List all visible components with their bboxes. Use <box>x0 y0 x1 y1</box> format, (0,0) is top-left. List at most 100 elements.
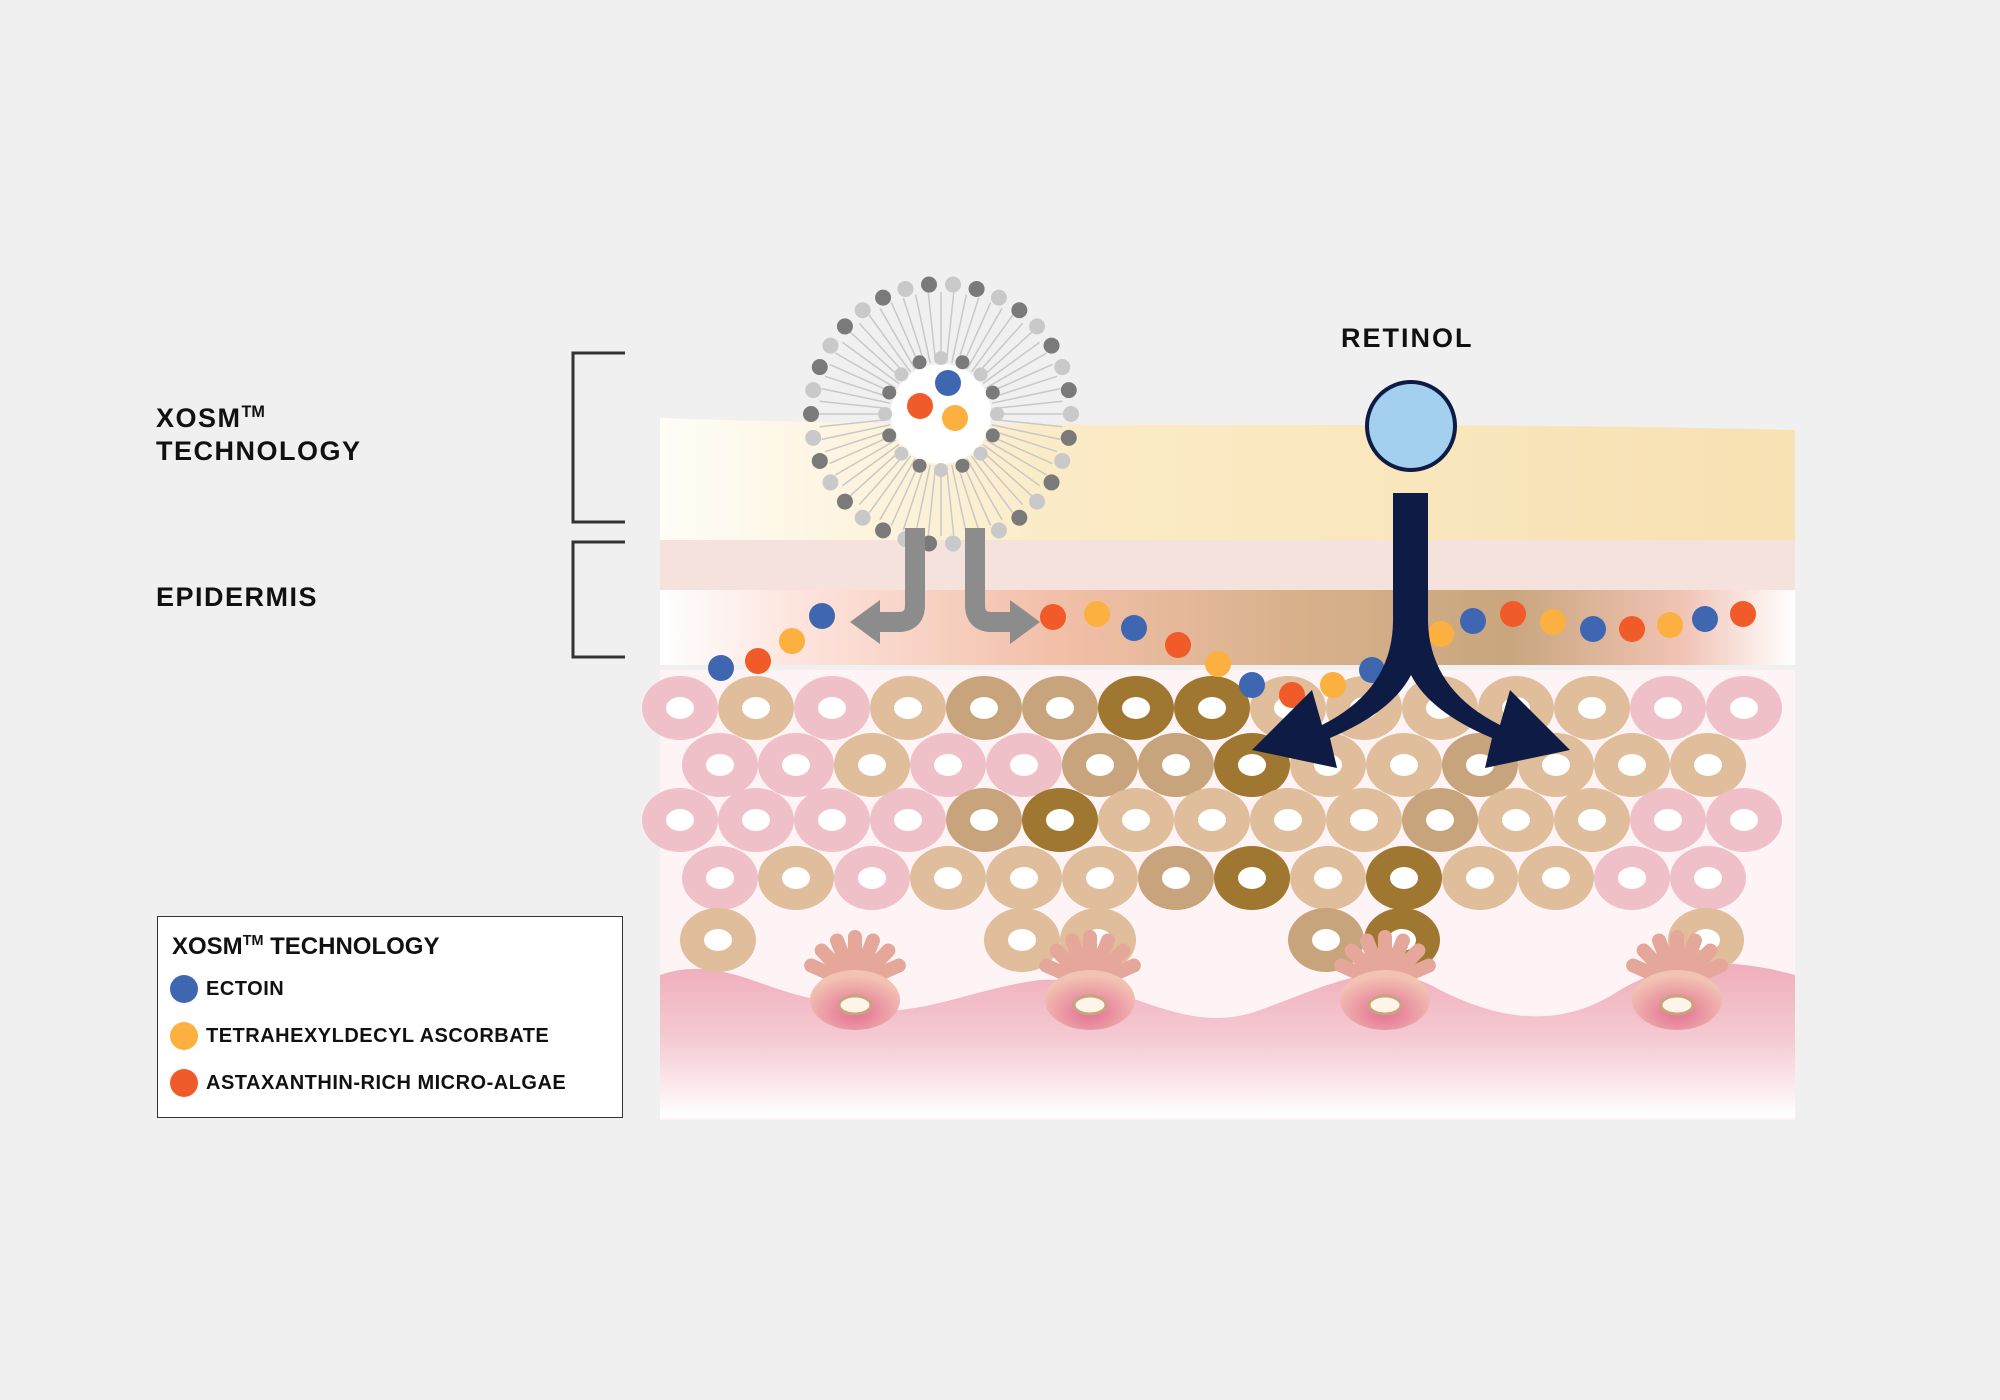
xosm-release-arrows <box>875 528 1015 632</box>
epidermis-label: EPIDERMIS <box>156 582 319 612</box>
skin-cell <box>1288 908 1364 972</box>
skin-cell <box>642 676 718 740</box>
skin-cell <box>1402 788 1478 852</box>
lipid-tail <box>821 387 891 404</box>
skin-cell <box>1098 676 1174 740</box>
skin-cell <box>1554 676 1630 740</box>
lipid-tail <box>879 458 916 521</box>
lipid-tail <box>858 322 907 376</box>
dermis-wave <box>660 963 1795 1118</box>
lipid-tail <box>956 463 980 531</box>
bracket-xosm <box>571 351 625 524</box>
legend-title-main: XOSM <box>172 933 243 960</box>
lipid-tail <box>858 452 907 506</box>
skin-cell <box>910 733 986 797</box>
xosm-arrow-left-head <box>850 600 880 644</box>
lipid-tail <box>966 458 1003 521</box>
lipid-head <box>811 359 828 376</box>
lipid-tail <box>991 387 1061 404</box>
skin-cell <box>1670 846 1746 910</box>
skin-cell <box>1022 788 1098 852</box>
lipid-head <box>944 535 961 552</box>
lipid-tail <box>902 297 926 365</box>
skin-cell <box>1442 846 1518 910</box>
lipid-head <box>836 493 853 510</box>
lipid-tail <box>834 352 897 389</box>
lipid-tail <box>841 341 900 385</box>
ectoin-dot <box>935 370 961 396</box>
skin-cell <box>642 788 718 852</box>
astaxanthin-dot-icon <box>170 1069 198 1097</box>
astaxanthin-dot <box>1165 632 1191 658</box>
lipid-head <box>912 458 927 473</box>
lipid-tail <box>914 464 931 534</box>
ectoin-dot <box>1580 616 1606 642</box>
skin-cell <box>758 846 834 910</box>
lipid-head <box>1029 493 1046 510</box>
skin-cell <box>986 846 1062 910</box>
lipid-head <box>955 355 970 370</box>
dermal-papilla <box>804 930 906 1030</box>
skin-cell <box>986 733 1062 797</box>
lipid-head <box>985 385 1000 400</box>
ectoin-dot <box>1239 672 1265 698</box>
lipid-tail <box>982 443 1041 487</box>
ectoin-dot <box>809 603 835 629</box>
lipid-head <box>894 367 909 382</box>
lipid-tail <box>991 424 1061 441</box>
lipid-tail <box>979 448 1033 497</box>
lipid-head <box>836 318 853 335</box>
lipid-head <box>1054 452 1071 469</box>
ectoin-dot-icon <box>170 975 198 1003</box>
lipid-tail <box>970 455 1014 514</box>
legend: XOSMTM TECHNOLOGY ECTOIN TETRAHEXYLDECYL… <box>157 916 623 1118</box>
lipid-tail <box>841 443 900 487</box>
skin-cell <box>1138 846 1214 910</box>
trademark-mark: TM <box>241 403 265 421</box>
astaxanthin-dot <box>745 648 771 674</box>
ascorbate-dot-icon <box>170 1022 198 1050</box>
lipid-tail <box>829 434 894 465</box>
skin-cell <box>1366 846 1442 910</box>
skin-cell <box>718 788 794 852</box>
lipid-head <box>934 351 948 365</box>
lipid-tail <box>821 424 891 441</box>
lipid-head <box>897 280 914 297</box>
lipid-head <box>955 458 970 473</box>
lipid-head <box>811 452 828 469</box>
xosm-label-word: XOSM <box>156 403 242 433</box>
lipid-head <box>875 522 892 539</box>
skin-cell <box>1554 788 1630 852</box>
lipid-tail <box>970 314 1014 373</box>
skin-cell <box>1706 676 1782 740</box>
ectoin-dot <box>1460 608 1486 634</box>
skin-cell <box>1326 788 1402 852</box>
lipid-tail <box>975 322 1024 376</box>
astaxanthin-dot <box>1040 604 1066 630</box>
lipid-tail <box>992 418 1063 428</box>
lipid-tail <box>927 465 937 536</box>
lipid-tail <box>868 314 912 373</box>
xosm-liposome <box>803 276 1079 552</box>
dermal-papilla <box>1039 930 1141 1030</box>
lipid-tail <box>927 292 937 363</box>
skin-cell <box>1518 846 1594 910</box>
skin-cell <box>1250 788 1326 852</box>
pink-strip <box>660 540 1795 590</box>
lipid-head <box>990 522 1007 539</box>
lipid-head <box>973 367 988 382</box>
skin-cell <box>1214 846 1290 910</box>
lipid-head <box>854 509 871 526</box>
lipid-head <box>1063 406 1079 422</box>
ascorbate-dot <box>1084 601 1110 627</box>
skin-cell <box>794 676 870 740</box>
lipid-head <box>990 289 1007 306</box>
lipid-tail <box>951 294 968 364</box>
lipid-tail <box>914 294 931 364</box>
skin-cell <box>870 788 946 852</box>
skin-cell <box>870 676 946 740</box>
lipid-tail <box>992 400 1063 410</box>
lipid-head <box>1011 509 1028 526</box>
dermal-papilla <box>1626 930 1728 1030</box>
lipid-tail <box>902 463 926 531</box>
